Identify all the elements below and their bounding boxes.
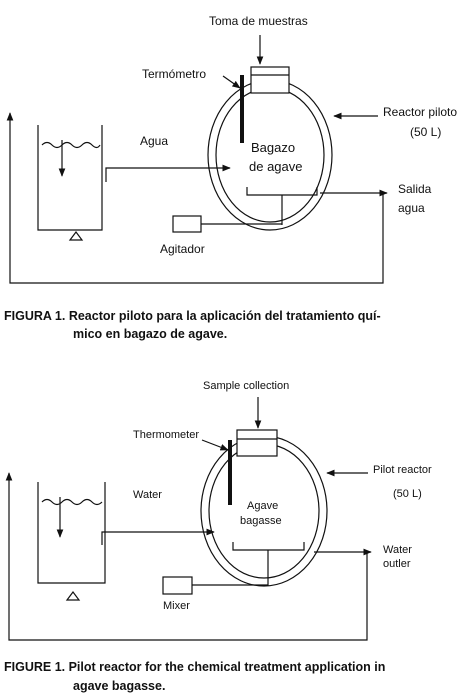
- thermometer-pointer-es: [222, 75, 241, 89]
- reactor-outer-es: [207, 79, 333, 231]
- label-outlet-2-en: outler: [383, 558, 411, 570]
- label-substrate-1-es: Bagazo: [251, 140, 295, 155]
- label-mixer-es: Agitador: [160, 242, 205, 256]
- recirculation-loop-es: [6, 112, 384, 284]
- feed-line-es: [105, 164, 231, 182]
- label-water-en: Water: [133, 489, 162, 501]
- sample-port-en: [236, 429, 278, 457]
- labels-es: Toma de muestras Termómetro Reactor pilo…: [140, 14, 457, 256]
- label-outlet-1-es: Salida: [398, 182, 432, 196]
- caption-es-line-2: mico en bagazo de agave.: [73, 327, 227, 341]
- label-reactor-en: Pilot reactor: [373, 464, 432, 476]
- label-mixer-en: Mixer: [163, 600, 190, 612]
- water-surface-es: [41, 141, 101, 149]
- agitator-paddle-en: [232, 542, 305, 551]
- caption-en-line-1: FIGURE 1. Pilot reactor for the chemical…: [4, 660, 385, 674]
- label-substrate-2-es: de agave: [249, 159, 303, 174]
- thermometer-pointer-en: [201, 439, 229, 451]
- water-tank-en: [37, 482, 106, 584]
- mixer-box-en: [162, 576, 193, 595]
- water-surface-en: [41, 498, 103, 506]
- diagram-es: [6, 35, 388, 284]
- recirculation-loop-en: [5, 472, 368, 641]
- mixer-box-es: [172, 215, 202, 233]
- labels-en: Sample collection Thermometer Pilot reac…: [133, 380, 432, 612]
- reactor-inner-es: [215, 87, 325, 223]
- label-outlet-2-es: agua: [398, 201, 425, 215]
- agitator-paddle-es: [246, 187, 318, 196]
- tank-support-es: [68, 231, 84, 241]
- feed-line-en: [101, 528, 215, 545]
- caption-en-line-2: agave bagasse.: [73, 679, 165, 693]
- label-volume-en: (50 L): [393, 488, 422, 500]
- sample-port-es: [250, 66, 290, 94]
- water-tank-es: [37, 125, 103, 231]
- label-outlet-1-en: Water: [383, 544, 412, 556]
- label-reactor-es: Reactor piloto: [383, 105, 457, 119]
- label-sample-es: Toma de muestras: [209, 14, 308, 28]
- label-water-es: Agua: [140, 134, 168, 148]
- tank-support-en: [65, 591, 81, 601]
- label-thermometer-es: Termómetro: [142, 67, 206, 81]
- label-volume-es: (50 L): [410, 125, 441, 139]
- caption-es-line-1: FIGURA 1. Reactor piloto para la aplicac…: [4, 309, 381, 323]
- label-substrate-1-en: Agave: [247, 500, 278, 512]
- label-sample-en: Sample collection: [203, 380, 289, 392]
- label-substrate-2-en: bagasse: [240, 515, 282, 527]
- label-thermometer-en: Thermometer: [133, 429, 199, 441]
- diagram-en: [5, 397, 372, 641]
